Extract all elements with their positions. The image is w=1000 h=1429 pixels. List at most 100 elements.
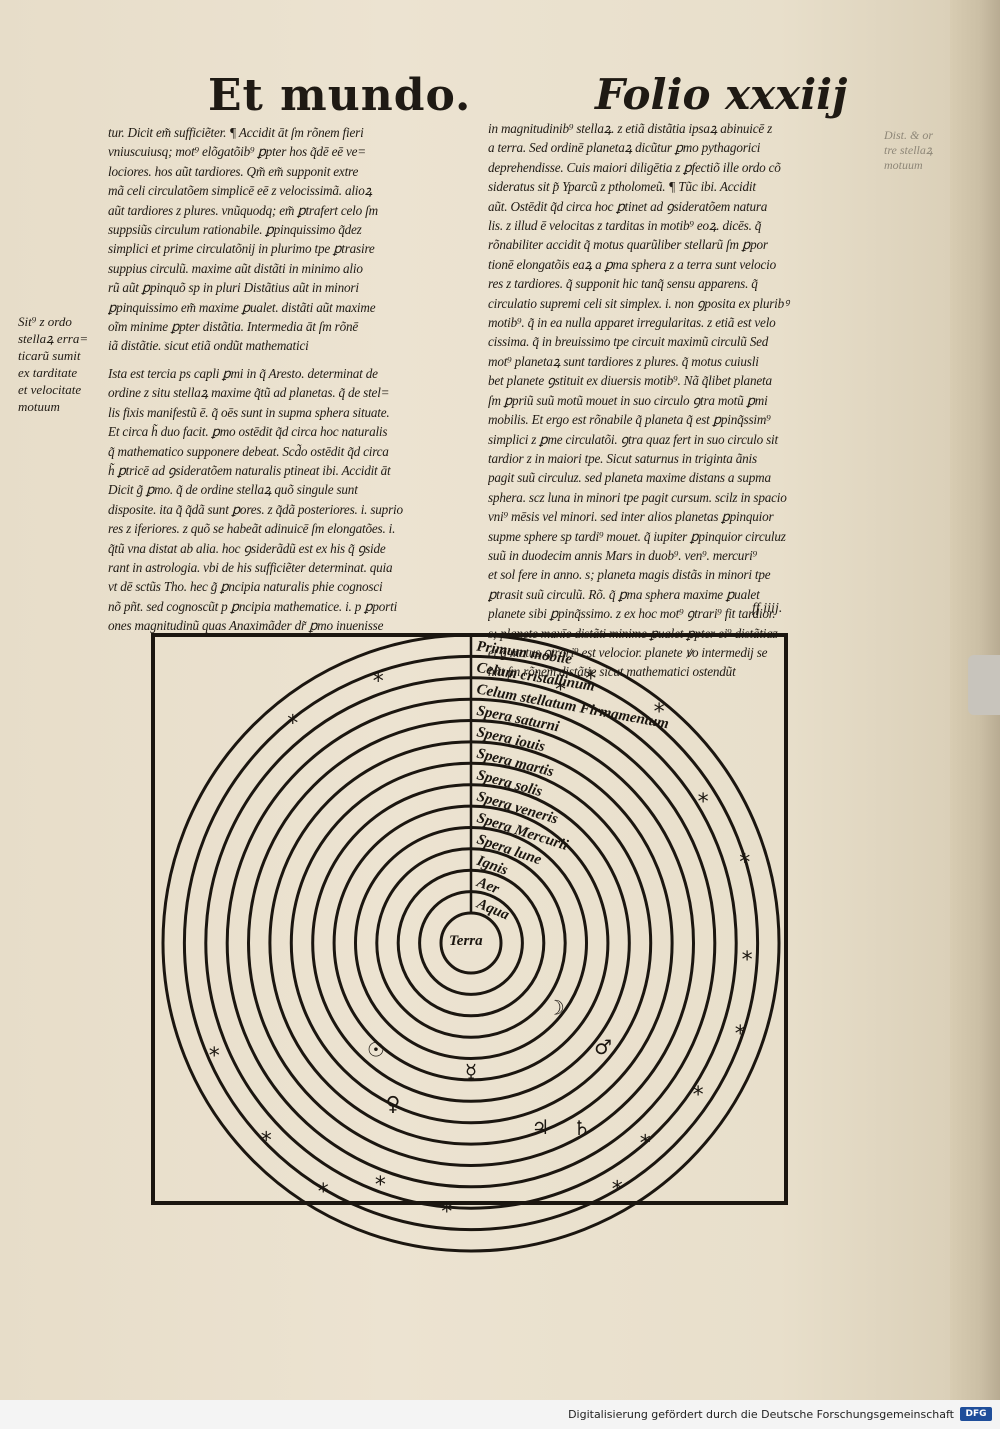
text-line: ꝑpinquissimo em̃ maxime ꝑualet. distãti …: [108, 299, 376, 315]
text-line: vni⁹ mēsis vel minori. sed inter alios p…: [488, 509, 774, 525]
star-icon: *: [287, 712, 298, 737]
text-line: mot⁹ planetaꝝ sunt tardiores z plures. q…: [488, 353, 759, 369]
text-line: ſm ꝑpriũ suũ motũ mouet in suo circulo ꝯ…: [488, 392, 768, 408]
margin-note-line: Sit⁹ z ordo: [18, 314, 72, 329]
text-line: iã distãtie. sicut etiã ondũt mathematic…: [108, 338, 309, 354]
text-line: lociores. hos aũt tardiores. Qm̃ em̃ sup…: [108, 163, 359, 179]
text-line: deprehendisse. Cuis maiori diligētia z ꝑ…: [488, 159, 781, 175]
text-line: ordine z situ stellaꝝ maxime q̃tũ ad pla…: [108, 385, 390, 401]
text-line: aũt tardiores z plures. vnũquodq; em̃ ꝑt…: [108, 202, 378, 218]
text-line: res z tardiores. q̃ supponit hic tanq̃ s…: [488, 276, 758, 292]
planet-symbol-icon: ♃: [532, 1115, 550, 1139]
text-line: Ista est tercia ps capli ꝑmi in q̃ Arest…: [108, 365, 378, 381]
text-line: nõ pñt. sed cognoscũt p ꝑncipia mathemat…: [108, 598, 398, 614]
dfg-logo: DFG: [960, 1407, 992, 1421]
text-line: res z iferiores. z quõ se habeãt adinuic…: [108, 521, 396, 537]
text-line: mã celi circulatõem simplicē eē z veloci…: [108, 183, 373, 199]
text-line: vniuscuiusq; mot⁹ elõgatõib⁹ ꝑpter hos q…: [108, 144, 366, 160]
text-line: h̃ ꝑtricē ad ꝯsideratõem naturalis ptine…: [108, 462, 391, 478]
band-label-11: Aer: [474, 874, 502, 897]
page-clip: [968, 655, 1000, 715]
planet-symbol-icon: ☽: [547, 995, 565, 1019]
text-line: simplici z ꝑme circulatõi. ꝯtra quaz fer…: [488, 431, 778, 447]
text-line: mobilis. Et ergo est rõnabile q̃ planeta…: [488, 412, 771, 428]
text-line: ꝑtrasit suũ circulũ. Rõ. q̃ ꝑma sphera m…: [488, 586, 760, 602]
text-line: vt dē sctũs Tho. hec g̃ ꝑncipia naturali…: [108, 579, 383, 595]
text-line: tur. Dicit em̃ sufficiẽter. ¶ Accidit āt…: [108, 125, 364, 140]
left-paragraph-1: tur. Dicit em̃ sufficiẽter. ¶ Accidit āt…: [108, 123, 480, 356]
star-icon: *: [739, 851, 750, 876]
margin-note-line: stellaꝝ erra=: [18, 331, 89, 346]
text-line: Dicit g̃ ꝑmo. q̃ de ordine stellaꝝ quõ s…: [108, 482, 358, 498]
planet-symbol-icon: ☉: [367, 1037, 385, 1061]
text-line: lis fixis manifestũ ē. q̃ oēs sunt in su…: [108, 404, 390, 420]
planet-symbol-icon: ♂: [594, 1035, 612, 1059]
text-line: planete sibi ꝑpinq̃ssimo. z ex hoc mot⁹ …: [488, 606, 776, 622]
text-line: q̃ mathematico supponere debeat. Scd̃o o…: [108, 443, 389, 459]
text-line: rũ aũt ꝑpinquõ sp in pluri Distãtius aũt…: [108, 280, 359, 296]
text-line: circulatio supremi celi sit simplex. i. …: [488, 295, 789, 311]
running-head-left: Et mundo.: [208, 70, 472, 121]
text-line: cissima. q̃ in breuissimo tpe circuit ma…: [488, 334, 769, 350]
star-icon: *: [640, 1132, 651, 1157]
planet-symbol-icon: ☿: [465, 1060, 477, 1084]
text-line: Et circa h̃ duo facit. ꝑmo ostēdit q̃d c…: [108, 424, 388, 440]
text-line: et sol fere in anno. s; planeta magis di…: [488, 567, 771, 583]
star-icon: *: [261, 1129, 272, 1154]
text-line: ones magnitudinũ quas Anaximãder dr̃ ꝑmo…: [108, 618, 384, 634]
band-label-12: Aqua: [474, 896, 512, 924]
margin-note-line: motuum: [18, 399, 60, 414]
text-line: suũ in duodecim annis Mars in duob⁹. ven…: [488, 547, 757, 563]
right-paragraph: in magnitudinib⁹ stellaꝝ. z etiã distãti…: [488, 119, 860, 682]
star-icon: *: [654, 700, 665, 725]
star-icon: *: [698, 790, 709, 815]
star-icon: *: [585, 667, 596, 692]
planet-symbol-icon: ♀: [386, 1092, 401, 1116]
bleed-through-text: Dist. & or tre stellaꝝ motuum: [884, 128, 944, 173]
text-line: tionē elongatõis eaꝝ a ꝑma sphera z a te…: [488, 256, 777, 272]
star-icon: *: [742, 948, 753, 973]
left-column: tur. Dicit em̃ sufficiẽter. ¶ Accidit āt…: [108, 123, 480, 636]
star-icon: *: [693, 1083, 704, 1108]
text-line: a terra. Sed ordinē planetaꝝ dicũtur ꝑmo…: [488, 140, 761, 156]
funding-text: Digitalisierung gefördert durch die Deut…: [568, 1408, 954, 1421]
text-line: in magnitudinib⁹ stellaꝝ. z etiã distãti…: [488, 121, 773, 136]
text-line: aũt. Ostēdit q̃d circa hoc ꝑtinet ad ꝯsi…: [488, 198, 768, 214]
star-icon: *: [373, 669, 384, 694]
text-line: q̃tũ vna distat ab alia. hoc ꝯsiderãdũ e…: [108, 540, 386, 556]
text-line: suppius circulũ. maxime aũt distãti in m…: [108, 260, 363, 276]
text-line: supme sphere sp tardi⁹ mouet. q̃ iupiter…: [488, 528, 786, 544]
planet-symbol-icon: ♄: [573, 1116, 591, 1140]
margin-note-line: ticarũ sumit: [18, 348, 81, 363]
text-line: pagit suũ circuluz. sed planeta maxime d…: [488, 470, 771, 486]
star-icon: *: [735, 1022, 746, 1047]
bleed-line: Dist. & or: [884, 128, 934, 142]
text-line: rant in astrologia. vbi de his sufficiẽt…: [108, 559, 393, 575]
text-line: sphera. scz luna in minori tpe pagit cur…: [488, 489, 787, 505]
text-line: suppsiũs circulum rationabile. ꝑpinquiss…: [108, 222, 362, 238]
bleed-line: motuum: [884, 158, 923, 172]
text-line: sideratus sit p̃ Yparcũ z ptholomeũ. ¶ T…: [488, 179, 756, 195]
footer-bar: Digitalisierung gefördert durch die Deut…: [0, 1400, 1000, 1429]
margin-note: Sit⁹ z ordo stellaꝝ erra= ticarũ sumit e…: [18, 313, 106, 415]
text-line: lis. z illud ē velocitas z tarditas in m…: [488, 218, 762, 234]
margin-note-line: ex tarditate: [18, 365, 78, 380]
star-icon: *: [318, 1180, 329, 1205]
left-paragraph-2: Ista est tercia ps capli ꝑmi in q̃ Arest…: [108, 364, 480, 636]
text-line: oĩm minime ꝑpter distãtia. Intermedia āt…: [108, 319, 359, 335]
text-line: tardior z in maiori tpe. Sicut saturnus …: [488, 450, 757, 466]
bleed-line: tre stellaꝝ: [884, 143, 933, 157]
text-line: bet planete ꝯstituit ex diuersis motib⁹.…: [488, 373, 772, 389]
signature-mark: ff iiij.: [752, 601, 783, 616]
text-line: motib⁹. q̃ in ea nulla apparet irregular…: [488, 315, 776, 331]
star-icon: *: [209, 1044, 220, 1069]
star-icon: *: [375, 1173, 386, 1198]
margin-note-line: et velocitate: [18, 382, 82, 397]
star-icon: *: [612, 1177, 623, 1202]
star-icon: *: [441, 1200, 452, 1225]
text-line: rõnabiliter accidit q̃ motus quarũliber …: [488, 237, 768, 253]
text-line: disposite. ita q̃ q̃dã sunt ꝑores. z q̃d…: [108, 501, 403, 517]
text-line: simplici et prime circulatõnij in plurim…: [108, 241, 375, 257]
running-head-right: Folio xxxiij: [595, 70, 848, 119]
